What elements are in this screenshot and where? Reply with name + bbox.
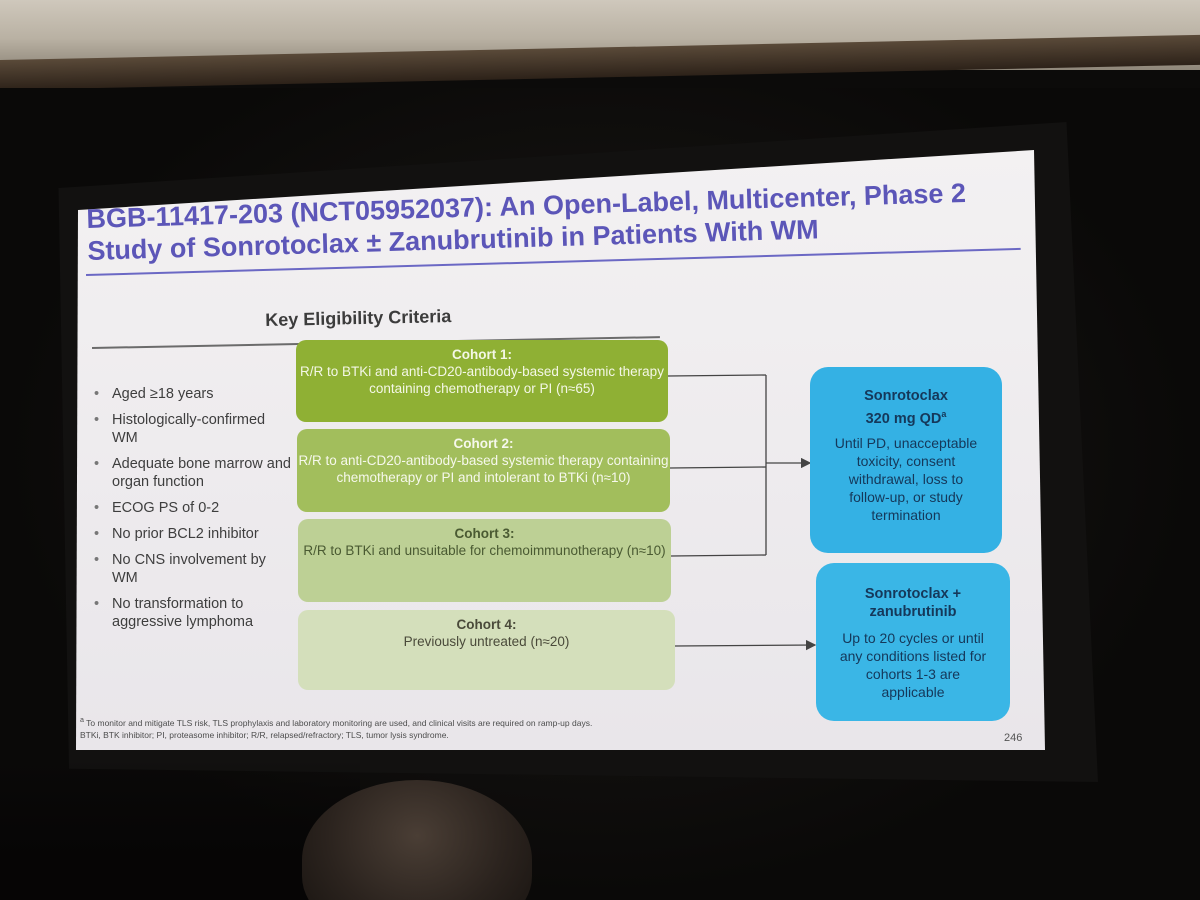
footnote-marker: a xyxy=(80,716,84,724)
combination-arm-box: Sonrotoclax + zanubrutinib Up to 20 cycl… xyxy=(816,563,1010,721)
footnote-line-1: a To monitor and mitigate TLS risk, TLS … xyxy=(80,714,720,729)
page-number: 246 xyxy=(1004,732,1023,744)
cohort-3-heading: Cohort 3: xyxy=(454,526,515,541)
cohort-4-heading: Cohort 4: xyxy=(456,617,517,632)
cohort-1-text: R/R to BTKi and anti-CD20-antibody-based… xyxy=(300,364,664,396)
cohort-1-box: Cohort 1: R/R to BTKi and anti-CD20-anti… xyxy=(296,340,668,422)
cohort-2-box: Cohort 2: R/R to anti-CD20-antibody-base… xyxy=(297,429,670,512)
footnote-text-1: To monitor and mitigate TLS risk, TLS pr… xyxy=(86,717,593,728)
footnote-line-2: BTKi, BTK inhibitor; PI, proteasome inhi… xyxy=(80,729,449,740)
criteria-item: Histologically-confirmed WM xyxy=(92,411,292,447)
combination-arm-heading-1: Sonrotoclax + xyxy=(864,586,962,602)
eligibility-criteria-list: Aged ≥18 years Histologically-confirmed … xyxy=(92,385,292,639)
arrow-to-combination xyxy=(674,639,817,651)
foreground-shadow xyxy=(0,760,360,900)
cohort-4-text: Previously untreated (n≈20) xyxy=(403,634,570,649)
slide-footnote: a To monitor and mitigate TLS risk, TLS … xyxy=(80,714,720,741)
sonrotoclax-arm-heading-1: Sonrotoclax xyxy=(864,388,948,404)
criteria-item: No CNS involvement by WM xyxy=(92,551,292,587)
cohort-3-box: Cohort 3: R/R to BTKi and unsuitable for… xyxy=(298,519,671,602)
connector-line xyxy=(669,466,767,469)
criteria-item: ECOG PS of 0-2 xyxy=(92,499,292,517)
combination-arm-heading-2: zanubrutinib xyxy=(869,604,957,620)
criteria-item: Aged ≥18 years xyxy=(92,385,292,403)
combination-arm-text: Up to 20 cycles or until any conditions … xyxy=(839,630,987,700)
criteria-item: No transformation to aggressive lymphoma xyxy=(92,595,292,631)
criteria-item: Adequate bone marrow and organ function xyxy=(92,455,292,491)
connector-line xyxy=(670,554,767,557)
cohort-3-text: R/R to BTKi and unsuitable for chemoimmu… xyxy=(303,543,666,558)
combination-arm-heading: Sonrotoclax + zanubrutinib xyxy=(816,585,1010,621)
sonrotoclax-arm-text: Until PD, unacceptable toxicity, consent… xyxy=(834,434,978,523)
cohort-2-text: R/R to anti-CD20-antibody-based systemic… xyxy=(298,453,669,485)
cohort-4-box: Cohort 4: Previously untreated (n≈20) xyxy=(298,610,675,690)
criteria-item: No prior BCL2 inhibitor xyxy=(92,525,292,543)
cohort-2-heading: Cohort 2: xyxy=(453,436,514,451)
sonrotoclax-arm-heading-2: 320 mg QD xyxy=(865,410,942,427)
footnote-marker: a xyxy=(941,409,947,419)
sonrotoclax-arm-heading: Sonrotoclax 320 mg QDa xyxy=(810,387,1002,428)
audience-head-silhouette xyxy=(302,780,532,900)
cohort-1-heading: Cohort 1: xyxy=(452,347,512,362)
connector-line xyxy=(667,374,767,377)
sonrotoclax-arm-box: Sonrotoclax 320 mg QDa Until PD, unaccep… xyxy=(810,367,1002,553)
